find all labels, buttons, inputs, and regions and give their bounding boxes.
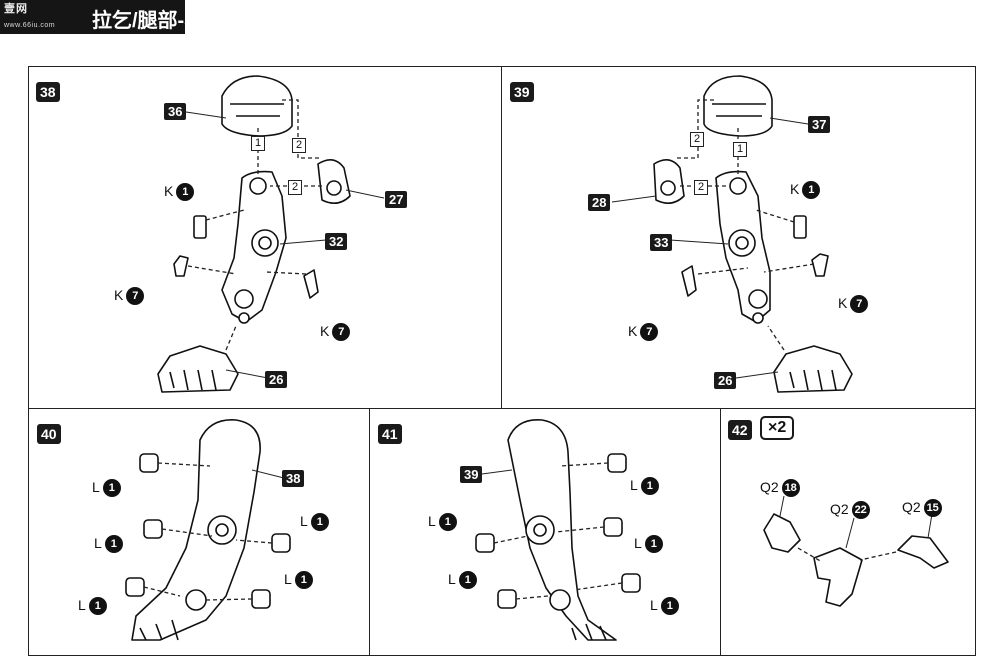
k7-peg-39a: [681, 265, 697, 297]
step-38-bracket-part: [317, 159, 351, 204]
part-38-label: 38: [282, 470, 305, 487]
page-title: 拉乞/腿部-3: [92, 10, 196, 32]
k7-peg-38a: [173, 255, 189, 277]
step-39-head-part: [703, 75, 773, 137]
step-39-leg-part: [715, 170, 771, 324]
order-1-marker: 1: [251, 136, 266, 151]
l1-cap-41b: [475, 533, 495, 553]
part-26b-label: 26: [714, 372, 737, 389]
k7-peg-38b: [303, 269, 319, 299]
l1-cap-41e: [621, 573, 641, 593]
k7-peg-39b: [811, 253, 829, 277]
step-42-number: 42: [728, 420, 752, 440]
q2-15-part: [897, 535, 949, 569]
step-38-leg-part: [221, 170, 287, 324]
l1-cap-40d: [125, 577, 145, 597]
step-41-number: 41: [378, 424, 402, 444]
step-38-number: 38: [36, 82, 60, 102]
l1-cap-41a: [607, 453, 627, 473]
l1-cap-40b: [143, 519, 163, 539]
order-2-marker: 2: [292, 138, 307, 153]
part-28-label: 28: [588, 194, 611, 211]
quantity-badge: ×2: [760, 416, 795, 440]
l1-cap-40c: [271, 533, 291, 553]
step-40-leg-assembly: [131, 419, 261, 641]
step-39-foot-part: [773, 345, 853, 393]
part-37-label: 37: [808, 116, 831, 133]
step-38-head-part: [221, 75, 293, 137]
part-33-label: 33: [650, 234, 673, 251]
order-2b-marker-39: 2: [694, 180, 709, 195]
order-2-marker-39: 2: [690, 132, 705, 147]
part-27-label: 27: [385, 191, 408, 208]
l1-cap-40e: [251, 589, 271, 609]
q2-22-part: [813, 547, 863, 607]
k1-peg-38: [193, 215, 207, 239]
step-39-bracket-part: [653, 159, 685, 204]
l1-cap-41d: [497, 589, 517, 609]
step-42-panel: [720, 408, 976, 656]
l1-cap-41c: [603, 517, 623, 537]
step-41-leg-assembly: [507, 419, 617, 641]
watermark: 壹网: [4, 3, 28, 15]
order-2b-marker: 2: [288, 180, 303, 195]
k1-peg-39: [793, 215, 807, 239]
watermark-url: www.66iu.com: [4, 22, 56, 29]
q2-18-part: [763, 513, 801, 553]
l1-cap-40a: [139, 453, 159, 473]
step-39-number: 39: [510, 82, 534, 102]
step-40-number: 40: [37, 424, 61, 444]
part-39-label: 39: [460, 466, 483, 483]
part-36-label: 36: [164, 103, 187, 120]
part-26-label: 26: [265, 371, 288, 388]
header-bar: 壹网 www.66iu.com 拉乞/腿部-3: [0, 0, 195, 34]
step-38-foot-part: [157, 345, 239, 393]
part-32-label: 32: [325, 233, 348, 250]
order-1-marker-39: 1: [733, 142, 748, 157]
